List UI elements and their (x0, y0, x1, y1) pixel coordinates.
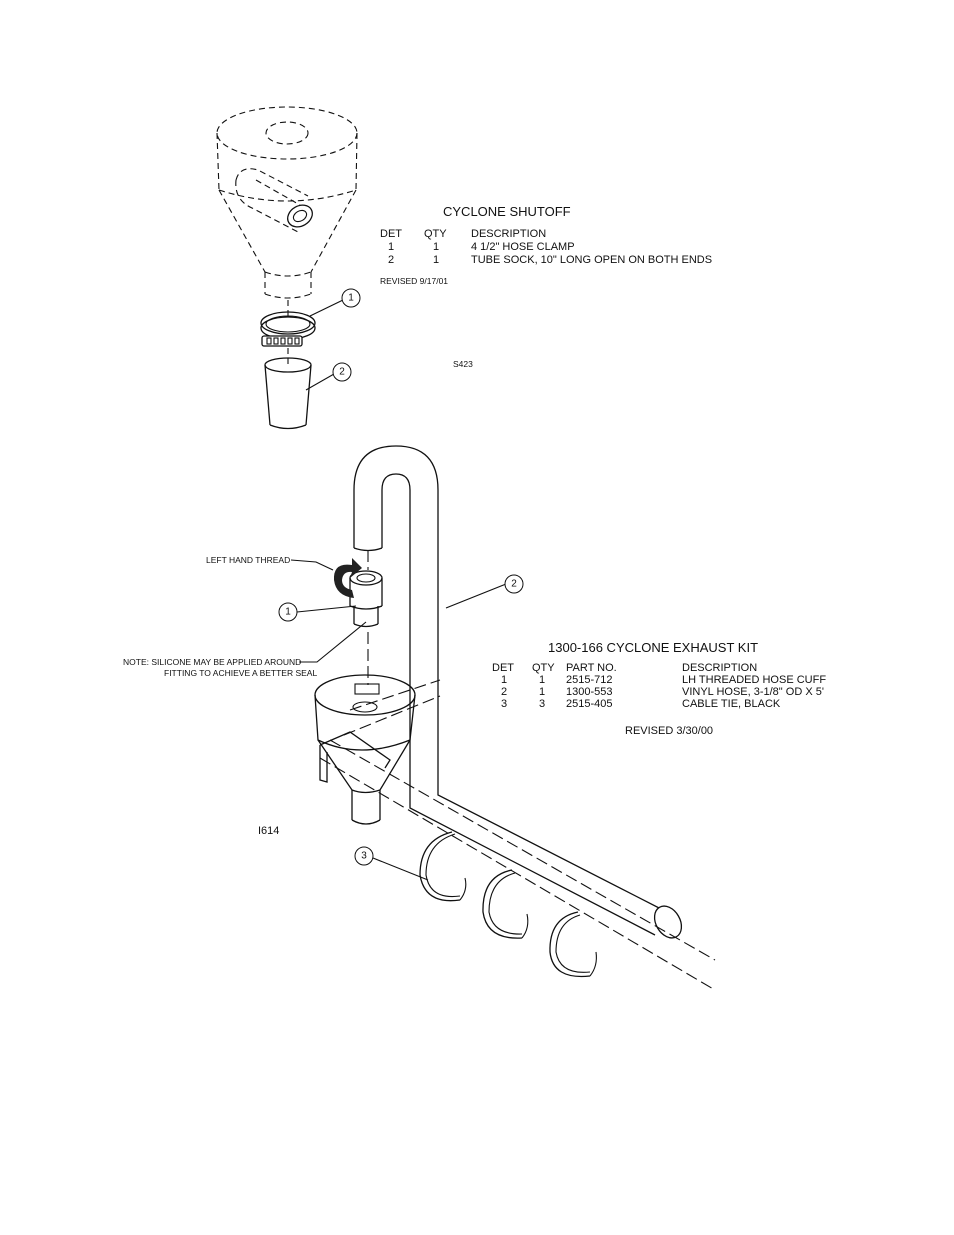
table-cell: 2515-405 (566, 698, 613, 710)
table-cell: 1 (433, 241, 439, 253)
exhaust-drawing-number: I614 (258, 825, 279, 837)
table-cell: 1 (539, 674, 545, 686)
svg-text:1: 1 (285, 607, 291, 618)
shutoff-title: CYCLONE SHUTOFF (443, 204, 571, 219)
svg-text:3: 3 (361, 851, 367, 862)
silicone-note-line-2: FITTING TO ACHIEVE A BETTER SEAL (164, 668, 317, 678)
exhaust-header-qty: QTY (532, 662, 555, 674)
table-cell: 3 (501, 698, 507, 710)
balloon-exhaust-1: 1 (278, 602, 298, 622)
exhaust-header-description: DESCRIPTION (682, 662, 757, 674)
svg-text:2: 2 (339, 367, 345, 378)
table-cell: 2 (501, 686, 507, 698)
table-cell: 1 (539, 686, 545, 698)
exhaust-header-part-no: PART NO. (566, 662, 617, 674)
shutoff-revised: REVISED 9/17/01 (380, 276, 448, 286)
balloon-shutoff-2: 2 (332, 362, 352, 382)
shutoff-header-description: DESCRIPTION (471, 228, 546, 240)
exhaust-revised: REVISED 3/30/00 (625, 725, 713, 737)
shutoff-drawing-number: S423 (453, 359, 473, 369)
balloon-shutoff-1: 1 (341, 288, 361, 308)
shutoff-header-det: DET (380, 228, 402, 240)
svg-text:2: 2 (511, 579, 517, 590)
table-cell: TUBE SOCK, 10" LONG OPEN ON BOTH ENDS (471, 254, 712, 266)
table-cell: 4 1/2" HOSE CLAMP (471, 241, 575, 253)
svg-text:1: 1 (348, 293, 354, 304)
exhaust-title: 1300-166 CYCLONE EXHAUST KIT (548, 640, 758, 655)
cyclone-shutoff-illustration (216, 106, 358, 430)
cyclone-exhaust-illustration (290, 445, 716, 991)
exhaust-parts-table: DET QTY PART NO. DESCRIPTION 1 1 2515-71… (492, 662, 826, 710)
left-hand-thread-callout: LEFT HAND THREAD (206, 555, 290, 565)
balloon-exhaust-2: 2 (504, 574, 524, 594)
table-cell: 1 (388, 241, 394, 253)
table-cell: 1 (501, 674, 507, 686)
table-cell: CABLE TIE, BLACK (682, 698, 781, 710)
exhaust-header-det: DET (492, 662, 514, 674)
table-cell: 3 (539, 698, 545, 710)
table-cell: LH THREADED HOSE CUFF (682, 674, 826, 686)
table-cell: 2 (388, 254, 394, 266)
balloon-exhaust-3: 3 (354, 846, 374, 866)
silicone-note-line-1: NOTE: SILICONE MAY BE APPLIED AROUND (123, 657, 301, 667)
shutoff-parts-table: DET QTY DESCRIPTION 1 1 4 1/2" HOSE CLAM… (380, 228, 712, 266)
table-cell: 2515-712 (566, 674, 613, 686)
shutoff-header-qty: QTY (424, 228, 447, 240)
table-cell: 1 (433, 254, 439, 266)
table-cell: 1300-553 (566, 686, 613, 698)
table-cell: VINYL HOSE, 3-1/8" OD X 5' (682, 686, 824, 698)
